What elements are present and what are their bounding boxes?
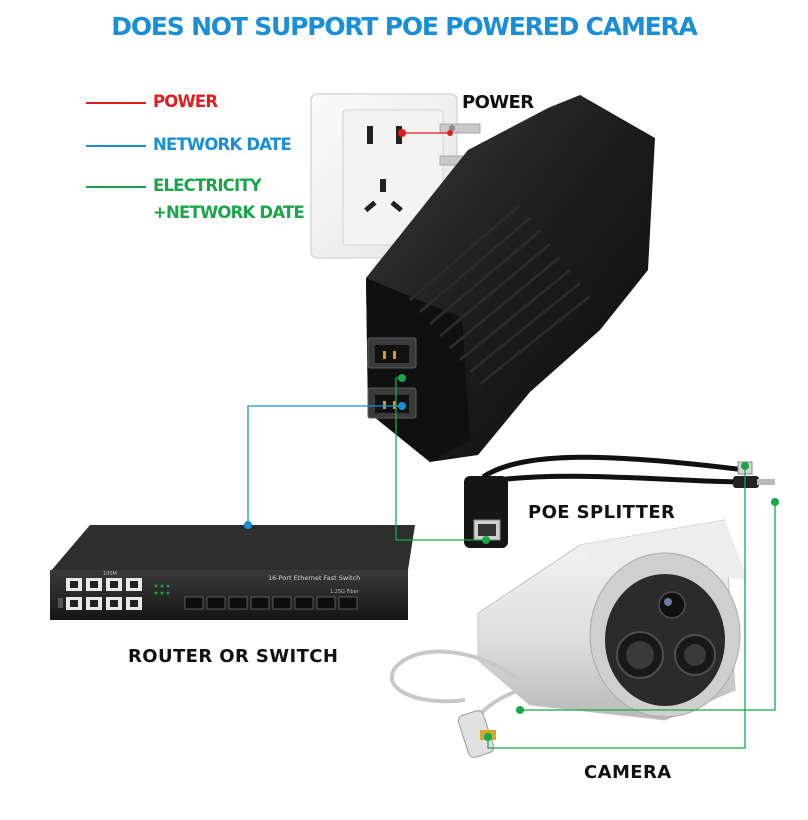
camera-cable (389, 649, 522, 758)
camera-label: CAMERA (584, 762, 672, 783)
legend-combined-line (86, 186, 146, 188)
legend-power-label: POWER (153, 92, 218, 111)
switch-fiber-text: 1.25G Fiber (330, 589, 360, 595)
legend-combined-label-1: ELECTRICITY (153, 176, 262, 195)
legend-combined-label-2: +NETWORK DATE (153, 203, 305, 222)
network-switch: 16-Port Ethernet Fast Switch 1.25G Fiber… (50, 525, 415, 620)
poe-line-camera-data (487, 466, 746, 749)
page-title: DOES NOT SUPPORT POE POWERED CAMERA (111, 12, 698, 41)
poe-splitter (464, 454, 775, 548)
network-line (247, 405, 402, 525)
power-adapter-label: POWER (462, 92, 534, 113)
connection-dots (244, 129, 779, 741)
legend-power-line (86, 102, 146, 104)
poe-adapter (366, 95, 655, 462)
legend-network-line (86, 145, 146, 147)
bullet-camera (477, 519, 748, 721)
router-switch-label: ROUTER OR SWITCH (128, 646, 339, 667)
switch-model-text: 16-Port Ethernet Fast Switch (268, 574, 360, 582)
poe-splitter-label: POE SPLITTER (528, 502, 676, 523)
switch-speed-text: 100M (103, 571, 117, 577)
poe-line-camera-power (520, 502, 776, 711)
legend-network-label: NETWORK DATE (153, 135, 292, 154)
